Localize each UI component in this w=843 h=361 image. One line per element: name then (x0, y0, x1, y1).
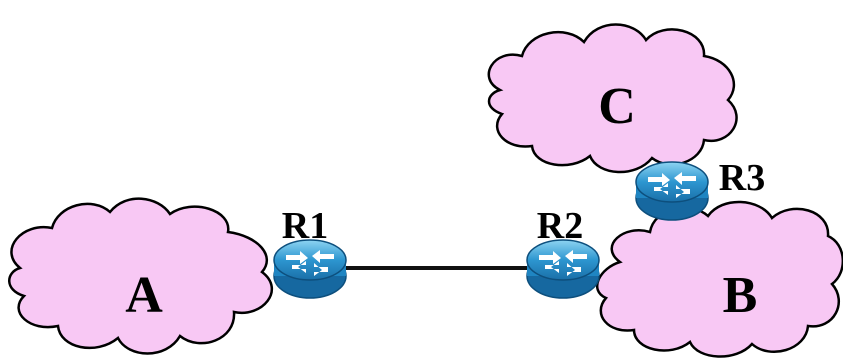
router-r3: R3 (635, 157, 765, 221)
network-cloud-b: B (595, 200, 843, 358)
network-cloud-c: C (487, 23, 738, 174)
network-cloud-icon (595, 200, 843, 358)
router-label-r3: R3 (719, 157, 765, 199)
router-icon (635, 161, 709, 221)
network-label-c: C (598, 78, 636, 135)
network-label-b: B (723, 267, 758, 324)
router-icon (526, 239, 600, 299)
network-cloud-a: A (8, 197, 274, 355)
network-cloud-icon (487, 23, 738, 174)
router-label-r2: R2 (537, 205, 583, 247)
router-r1: R1 (273, 205, 347, 299)
router-label-r1: R1 (282, 205, 328, 247)
router-r2: R2 (526, 205, 600, 299)
network-label-a: A (125, 267, 163, 324)
network-cloud-icon (8, 197, 274, 355)
router-icon (273, 239, 347, 299)
